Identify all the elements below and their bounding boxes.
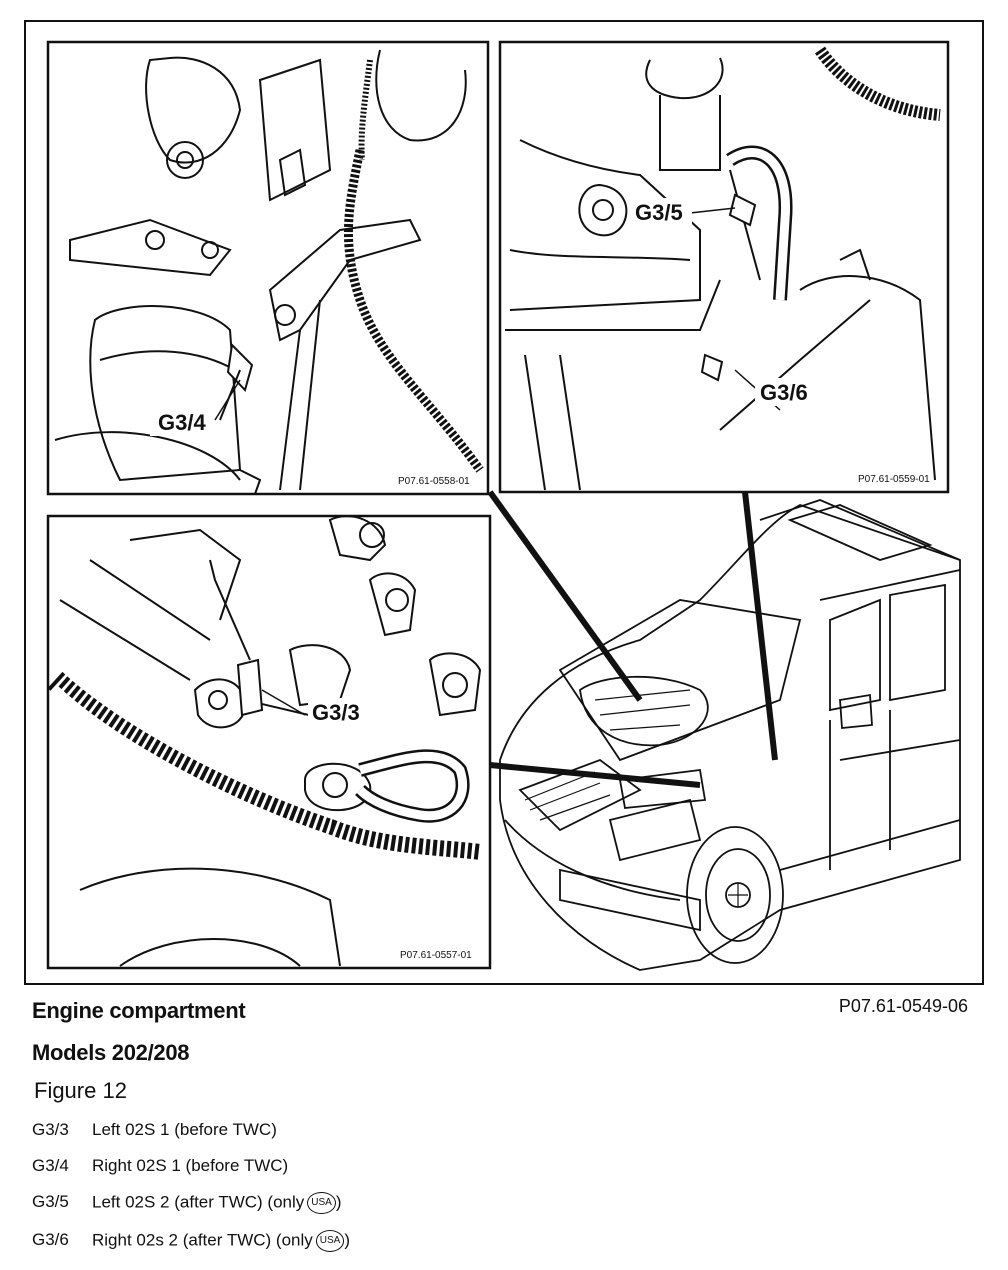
car-overview xyxy=(499,499,961,971)
panel-ref-bottom-left: P07.61-0557-01 xyxy=(400,950,472,961)
panel-g3-3 xyxy=(46,514,492,970)
label-g3-4: G3/4 xyxy=(158,410,206,435)
legend-close-paren: ) xyxy=(335,1192,342,1212)
caption-models: Models 202/208 xyxy=(32,1040,190,1065)
caption-figure-number: Figure 12 xyxy=(34,1078,127,1103)
legend-code: G3/4 xyxy=(32,1156,69,1175)
usa-badge: USA xyxy=(315,1230,345,1252)
figure-reference: P07.61-0549-06 xyxy=(838,996,968,1016)
panel-g3-4 xyxy=(46,40,490,496)
legend-text: Left 02S 1 (before TWC) xyxy=(92,1120,277,1139)
legend-text: Left 02S 2 (after TWC) (only xyxy=(92,1192,305,1212)
legend-code: G3/6 xyxy=(32,1230,69,1250)
label-g3-3: G3/3 xyxy=(312,700,360,725)
legend-close-paren: ) xyxy=(344,1230,350,1250)
label-g3-6: G3/6 xyxy=(760,380,808,405)
legend-item: G3/3 Left 02S 1 (before TWC) xyxy=(32,1120,277,1140)
legend-text: Right 02S 1 (before TWC) xyxy=(92,1156,289,1175)
legend-code: G3/3 xyxy=(32,1120,69,1139)
legend-item: G3/4 Right 02S 1 (before TWC) xyxy=(32,1156,288,1176)
label-g3-5: G3/5 xyxy=(635,200,683,225)
legend-code: G3/5 xyxy=(32,1192,69,1212)
caption-title: Engine compartment xyxy=(32,998,246,1023)
panel-ref-top-right: P07.61-0559-01 xyxy=(858,474,930,485)
callout-lines xyxy=(487,490,778,788)
figure-frame xyxy=(24,20,984,985)
usa-badge: USA xyxy=(307,1192,336,1214)
panel-ref-top-left: P07.61-0558-01 xyxy=(398,476,470,487)
panel-g3-5-g3-6 xyxy=(498,40,950,494)
legend-text: Right 02s 2 (after TWC) (only xyxy=(92,1230,313,1250)
engine-compartment-illustration: G3/4 G3/5 G3/6 G3/3 P07.61-0558-01 P07.6… xyxy=(46,40,961,971)
